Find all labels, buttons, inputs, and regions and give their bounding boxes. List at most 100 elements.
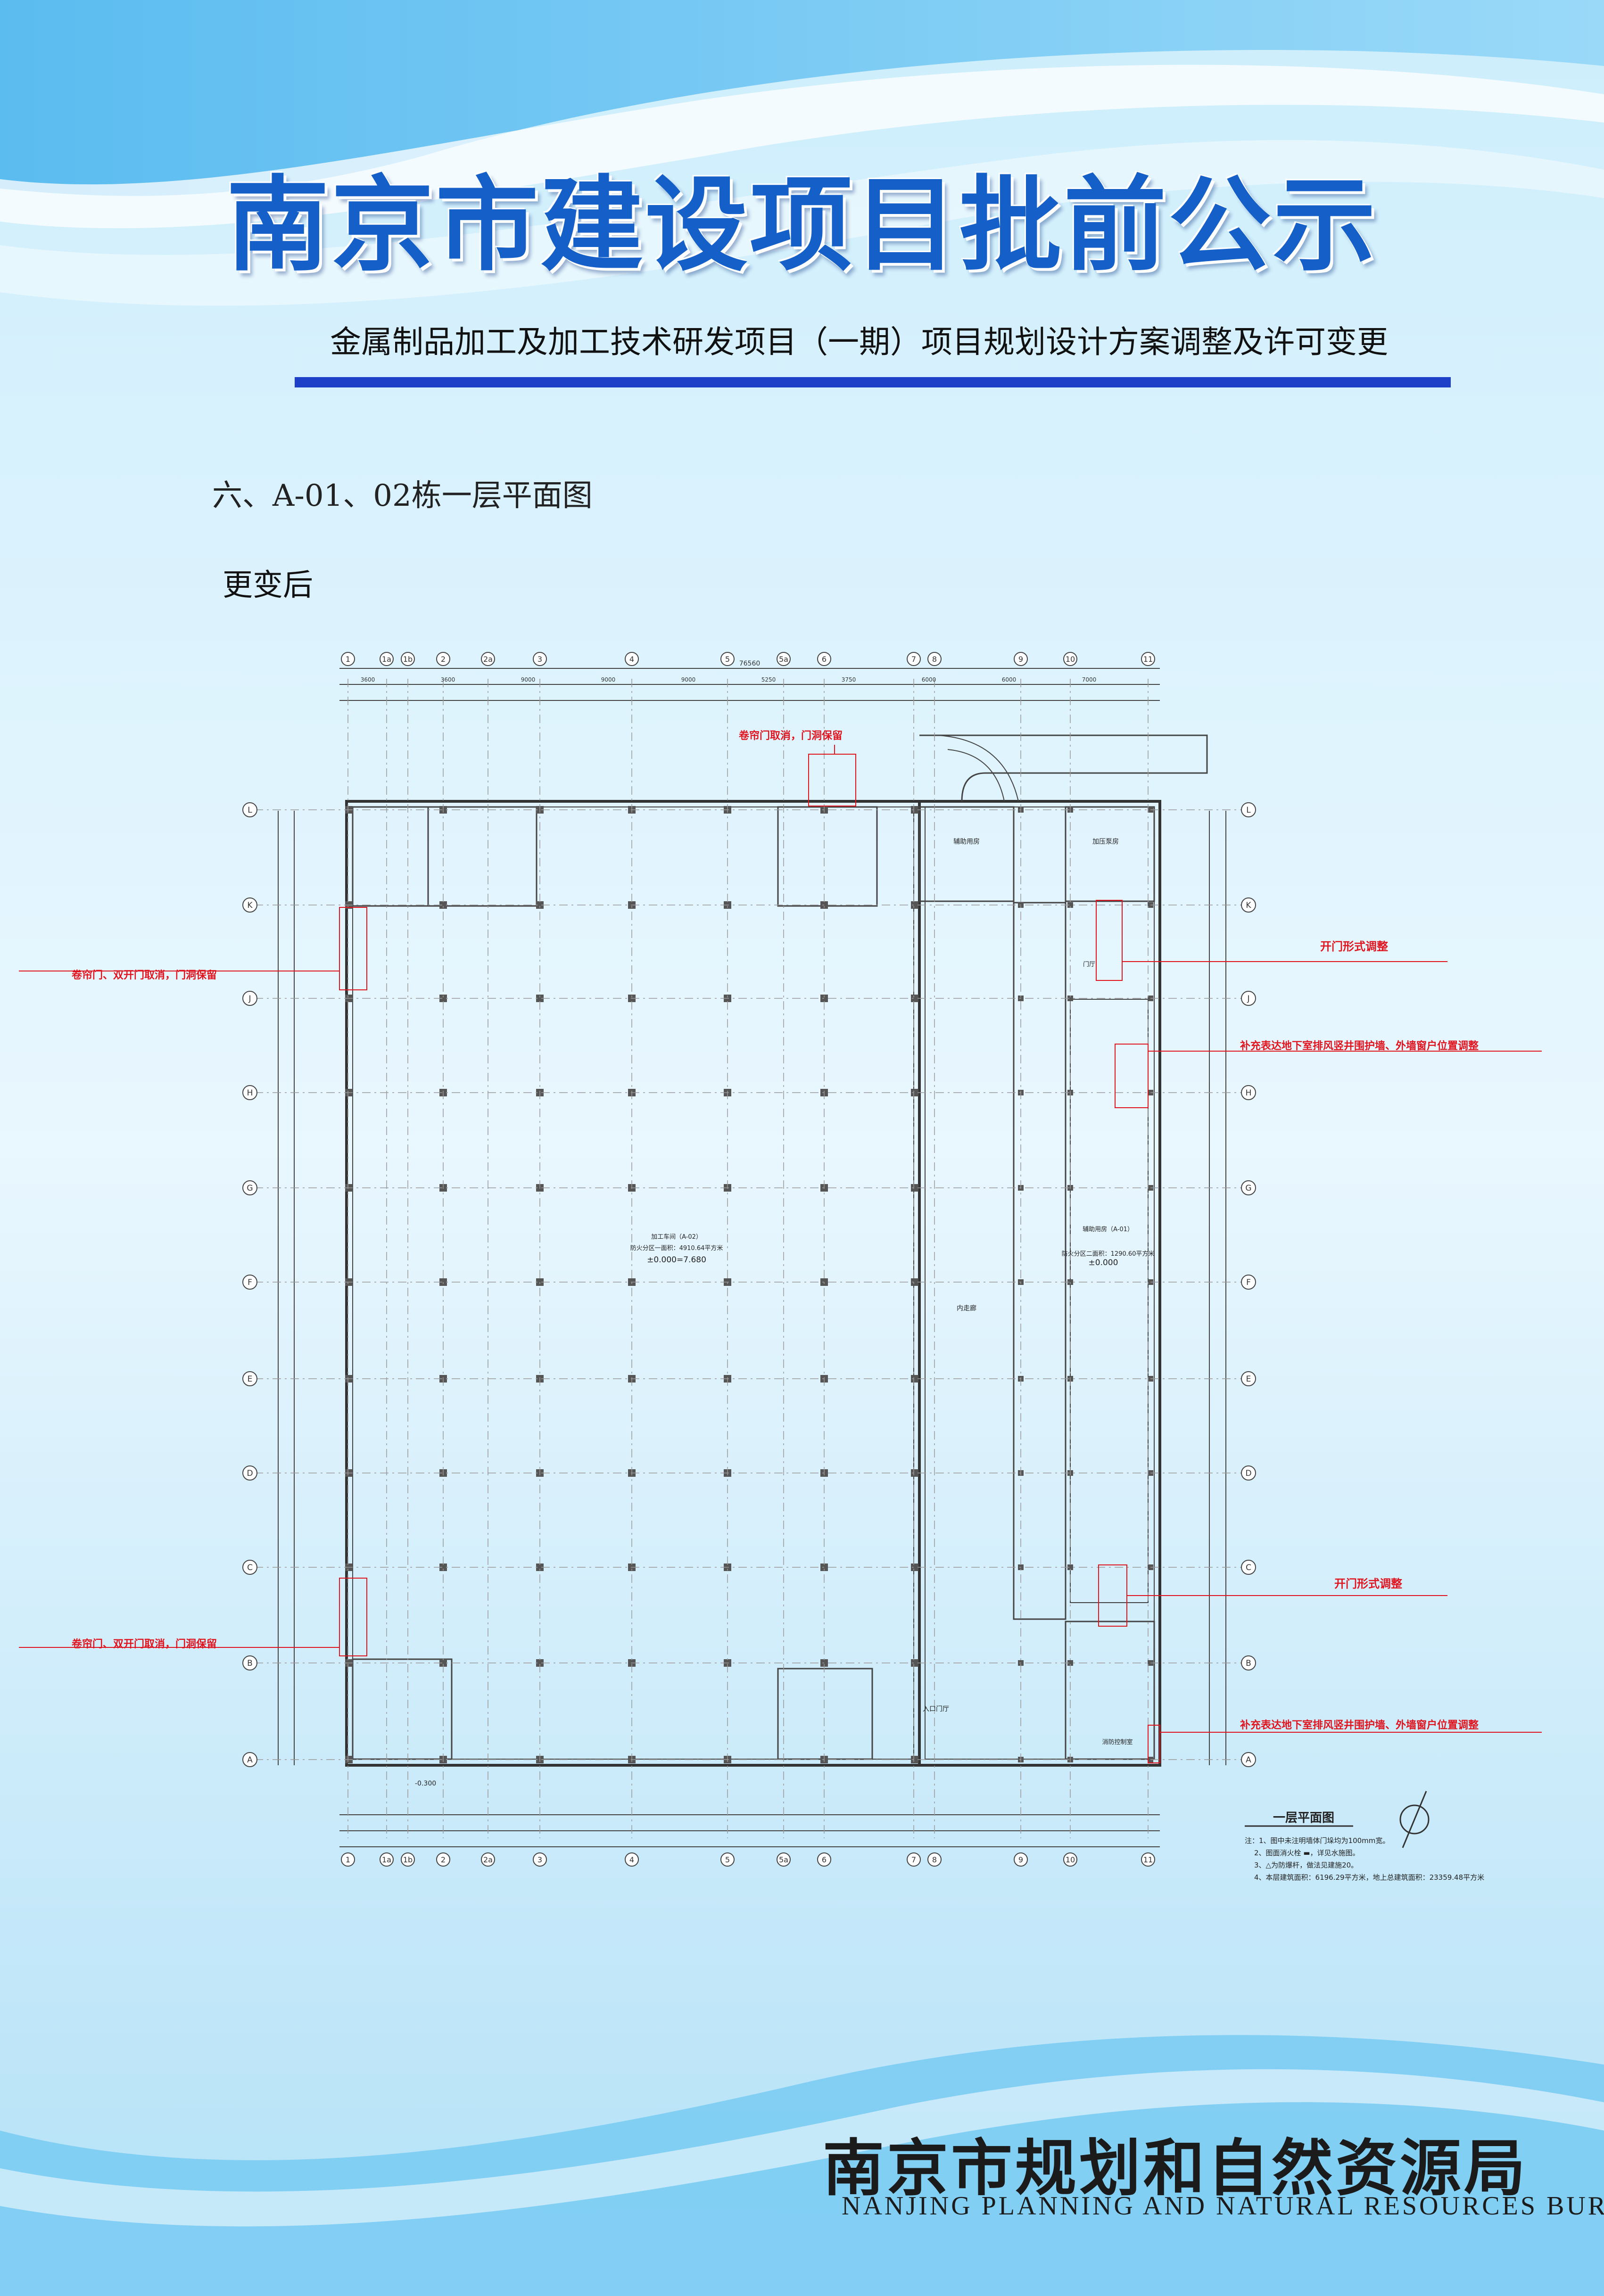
grid-bubble [1241, 991, 1256, 1006]
grid-bubble-label: C [1246, 1563, 1251, 1572]
project-name: 金属制品加工及加工技术研发项目（一期）项目规划设计方案调整及许可变更 [330, 324, 1388, 360]
overall-dimension: 76560 [739, 660, 761, 667]
grid-bubble-label: F [1246, 1278, 1251, 1287]
grid-bubble [1241, 1465, 1256, 1481]
grid-bubble-label: L [248, 806, 252, 815]
grid-bubble-label: A [1246, 1755, 1251, 1765]
grid-bubble-label: J [248, 994, 251, 1004]
grid-bubble-label: 4 [629, 1855, 634, 1864]
grid-bubble [1241, 897, 1256, 913]
grid-bubble [242, 991, 257, 1006]
grid-bubble [907, 1852, 921, 1867]
structural-column [1067, 902, 1073, 908]
grid-bubble [380, 652, 394, 666]
grid-bubble [436, 652, 450, 666]
legend-title: 一层平面图 [1273, 1811, 1334, 1825]
elevation-low: -0.300 [415, 1780, 436, 1787]
grid-bubble-label: 6 [822, 1855, 827, 1864]
grid-bubble [1241, 1655, 1256, 1671]
grid-bubble [1241, 1371, 1256, 1386]
annotation-shutter-left-upper: 卷帘门、双开门取消，门洞保留 [71, 969, 217, 981]
grid-bubble [242, 1465, 257, 1481]
annotation-shaft-upper: 补充表达地下室排风竖井围护墙、外墙窗户位置调整 [1240, 1040, 1479, 1052]
grid-bubble-label: 2a [483, 655, 493, 664]
annotation-shaft-lower: 补充表达地下室排风竖井围护墙、外墙窗户位置调整 [1240, 1719, 1479, 1731]
grid-bubble [907, 652, 921, 666]
room-workshop-aux: 辅助用房（A-01） [1083, 1226, 1133, 1233]
room-door-hall: 门厅 [1083, 961, 1095, 968]
grid-bubble-label: B [247, 1659, 253, 1668]
grid-bubble [927, 1852, 942, 1867]
dimension-label: 5250 [761, 676, 776, 683]
structural-column [1067, 1564, 1073, 1570]
grid-bubble-label: 5a [779, 1855, 788, 1864]
annotation-door-right-upper: 开门形式调整 [1320, 940, 1388, 953]
grid-bubble [242, 1655, 257, 1671]
grid-bubble [242, 1275, 257, 1290]
grid-bubble-label: 8 [932, 1855, 937, 1864]
grid-bubble-label: 7 [911, 1855, 916, 1864]
grid-bubble-label: 8 [932, 655, 937, 664]
dimension-label: 6000 [1002, 676, 1017, 683]
grid-bubble [380, 1852, 394, 1867]
legend-note: 注：1、图中未注明墙体门垛均为100mm宽。 [1245, 1836, 1389, 1845]
room-workshop-main-fire: 防火分区一面积：4910.64平方米 [630, 1244, 723, 1252]
grid-bubble [1014, 1852, 1028, 1867]
grid-bubble [436, 1852, 450, 1867]
dimension-label: 9000 [681, 676, 696, 683]
grid-bubble-label: H [1246, 1088, 1252, 1098]
dimension-label: 3600 [441, 676, 455, 683]
grid-bubble [817, 652, 831, 666]
grid-bubble-label: 9 [1018, 655, 1023, 664]
grid-bubble-label: L [1246, 806, 1251, 815]
grid-bubble [242, 1752, 257, 1767]
grid-bubble-label: C [247, 1563, 253, 1572]
structural-column [911, 1184, 918, 1192]
grid-bubble-label: 5 [725, 1855, 730, 1864]
structural-column [439, 1564, 447, 1571]
structural-column [1067, 996, 1073, 1001]
room-workshop-aux-fire: 防火分区二面积：1290.60平方米 [1062, 1250, 1155, 1258]
bureau-name-en: NANJING PLANNING AND NATURAL RESOURCES B… [842, 2191, 1604, 2221]
structural-column [911, 995, 918, 1002]
annotation-shutter-top: 卷帘门取消，门洞保留 [738, 730, 843, 742]
grid-bubble-label: F [248, 1278, 252, 1287]
grid-bubble [401, 652, 415, 666]
grid-bubble-label: G [1245, 1184, 1251, 1193]
grid-bubble [533, 652, 547, 666]
grid-bubble-label: 1 [346, 1855, 350, 1864]
annotation-shutter-left-lower: 卷帘门、双开门取消，门洞保留 [71, 1638, 217, 1650]
grid-bubble [242, 1371, 257, 1386]
grid-bubble [242, 1085, 257, 1100]
room-entrance: 入口门厅 [923, 1705, 949, 1713]
grid-bubble-label: 11 [1143, 655, 1153, 664]
dimension-label: 3600 [361, 676, 375, 683]
grid-bubble-label: B [1246, 1659, 1251, 1668]
grid-bubble-label: 3 [537, 1855, 542, 1864]
grid-bubble [625, 652, 639, 666]
status-label: 更变后 [223, 568, 313, 603]
dimension-label: 3750 [842, 676, 856, 683]
grid-bubble-label: 9 [1018, 1855, 1023, 1864]
structural-column [439, 1659, 447, 1667]
legend-note: 4、本层建筑面积：6196.29平方米，地上总建筑面积：23359.48平方米 [1254, 1873, 1484, 1882]
structural-column [439, 995, 447, 1002]
structural-column [911, 1089, 918, 1096]
grid-bubble-label: J [1247, 994, 1249, 1004]
grid-bubble [1241, 1275, 1256, 1290]
grid-bubble [1241, 802, 1256, 817]
grid-bubble-label: 2a [483, 1855, 493, 1864]
grid-bubble [817, 1852, 831, 1867]
structural-column [1067, 1660, 1073, 1666]
grid-bubble [242, 1560, 257, 1575]
grid-bubble [341, 1852, 355, 1867]
grid-bubble-label: A [247, 1755, 253, 1765]
structural-column [536, 1659, 544, 1667]
structural-column [439, 901, 447, 909]
grid-bubble-label: D [1245, 1469, 1251, 1478]
structural-column [536, 995, 544, 1002]
grid-bubble [1063, 652, 1077, 666]
room-fire-control: 消防控制室 [1102, 1738, 1133, 1746]
grid-bubble [720, 1852, 735, 1867]
